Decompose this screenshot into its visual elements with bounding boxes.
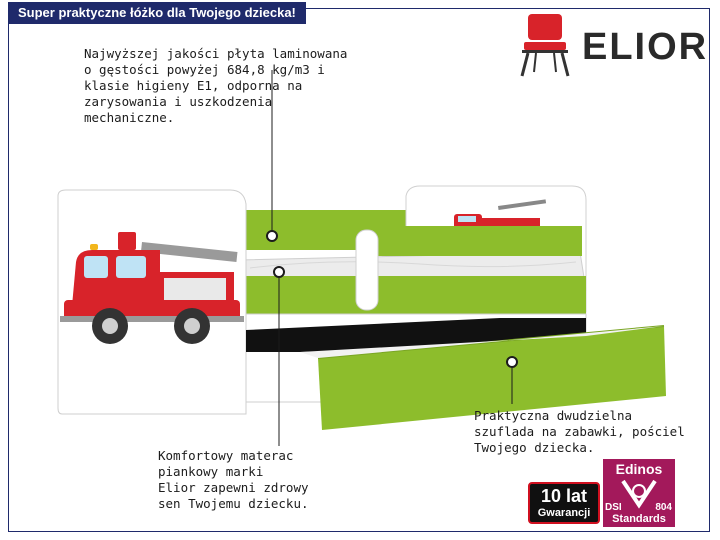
certificate-name: Edinos [615,461,663,477]
content-frame [8,8,710,532]
brand-logo-text: ELIOR [582,26,709,68]
front-rail-upper [376,226,582,256]
callout-mattress [273,266,285,446]
front-rail [246,276,586,316]
warranty-badge: 10 lat Gwarancji [528,482,600,524]
note-drawer: Praktyczna dwudzielna szuflada na zabawk… [474,408,685,455]
certificate-badge: Edinos DSI 804 Standards [603,459,675,527]
drawer-front [318,326,666,430]
callout-drawer [506,356,518,404]
page-title: Super praktyczne łóżko dla Twojego dziec… [8,2,306,24]
certificate-standards: Standards [612,513,666,525]
callout-dot-icon [506,356,518,368]
callout-board [266,70,278,242]
fire-truck-icon [60,232,244,344]
certificate-number: 804 [655,502,672,513]
callout-dot-icon [266,230,278,242]
warranty-years: 10 lat [540,486,588,506]
note-mattress: Komfortowy materac piankowy marki Elior … [158,448,309,511]
certificate-check-icon [621,479,657,509]
safety-barrier [355,229,379,311]
warranty-label: Gwarancji [537,507,591,519]
chair-icon [520,14,570,77]
note-board: Najwyższej jakości płyta laminowana o gę… [84,46,348,125]
certificate-dsi: DSI [605,502,622,513]
callout-dot-icon [273,266,285,278]
